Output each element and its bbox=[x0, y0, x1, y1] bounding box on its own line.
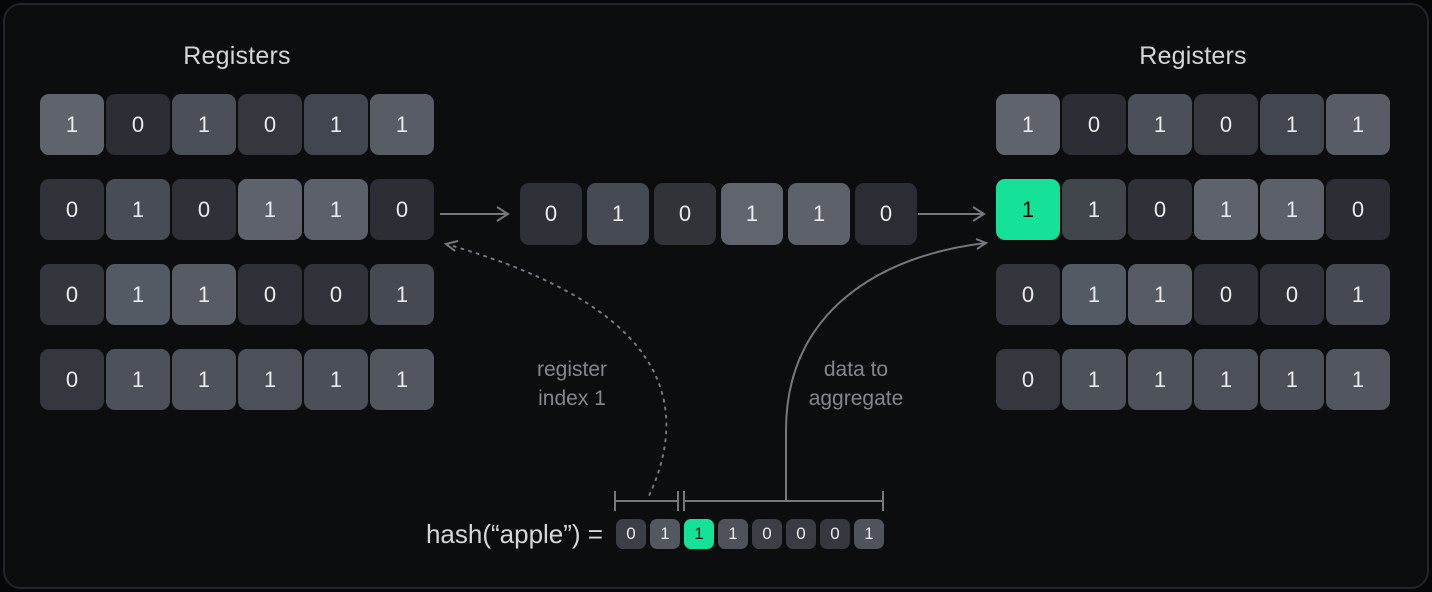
register-cell: 0 bbox=[1194, 264, 1258, 325]
register-cell: 0 bbox=[996, 264, 1060, 325]
register-cell: 0 bbox=[40, 179, 104, 240]
index-bits-bracket bbox=[614, 491, 679, 511]
register-index-label: register index 1 bbox=[492, 355, 652, 413]
register-cell: 0 bbox=[1326, 179, 1390, 240]
register-cell: 1 bbox=[304, 349, 368, 410]
register-cell: 1 bbox=[996, 94, 1060, 155]
register-index-arrow-head bbox=[443, 240, 459, 252]
value-cell: 0 bbox=[520, 183, 582, 245]
register-cell: 1 bbox=[106, 264, 170, 325]
data-aggregate-label-line2: aggregate bbox=[808, 387, 904, 410]
register-cell: 1 bbox=[370, 264, 434, 325]
data-aggregate-curve bbox=[785, 242, 987, 501]
register-index-label-line1: register bbox=[536, 358, 608, 381]
register-index-dashed-curve bbox=[445, 243, 668, 499]
value-cell: 1 bbox=[587, 183, 649, 245]
register-cell: 1 bbox=[304, 179, 368, 240]
data-aggregate-arrow-head bbox=[975, 238, 989, 250]
left-arrow bbox=[440, 206, 510, 222]
register-cell: 0 bbox=[1194, 94, 1258, 155]
value-cell: 1 bbox=[788, 183, 850, 245]
register-cell: 1 bbox=[172, 94, 236, 155]
register-cell: 0 bbox=[370, 179, 434, 240]
value-cell: 0 bbox=[855, 183, 917, 245]
register-cell: 1 bbox=[1062, 349, 1126, 410]
register-cell: 0 bbox=[304, 264, 368, 325]
register-cell: 1 bbox=[1260, 179, 1324, 240]
register-cell: 0 bbox=[40, 264, 104, 325]
register-index-label-line2: index 1 bbox=[538, 387, 606, 410]
hash-bit-cell: 0 bbox=[786, 519, 816, 549]
data-aggregate-label-line1: data to bbox=[823, 358, 889, 381]
register-cell: 1 bbox=[1128, 349, 1192, 410]
register-cell: 1 bbox=[1260, 94, 1324, 155]
register-cell: 1 bbox=[370, 349, 434, 410]
value-cell: 1 bbox=[721, 183, 783, 245]
register-cell: 1 bbox=[1128, 94, 1192, 155]
right-arrow-head bbox=[972, 206, 986, 222]
hash-bit-cell: 1 bbox=[684, 519, 714, 549]
register-cell: 0 bbox=[996, 349, 1060, 410]
right-arrow bbox=[918, 206, 986, 222]
register-cell: 1 bbox=[1194, 179, 1258, 240]
register-cell: 1 bbox=[172, 264, 236, 325]
register-cell: 0 bbox=[172, 179, 236, 240]
data-bits-bracket bbox=[683, 491, 884, 511]
register-cell: 1 bbox=[238, 349, 302, 410]
register-cell: 0 bbox=[238, 264, 302, 325]
register-cell: 1 bbox=[1326, 349, 1390, 410]
hash-bit-cell: 0 bbox=[752, 519, 782, 549]
register-cell: 1 bbox=[238, 179, 302, 240]
register-cell: 1 bbox=[1062, 264, 1126, 325]
hash-bit-cell: 1 bbox=[718, 519, 748, 549]
data-aggregate-label: data to aggregate bbox=[776, 355, 936, 413]
register-cell: 0 bbox=[238, 94, 302, 155]
register-cell: 1 bbox=[370, 94, 434, 155]
data-aggregate-arrow bbox=[785, 238, 989, 501]
register-cell: 1 bbox=[1260, 349, 1324, 410]
register-cell: 0 bbox=[1062, 94, 1126, 155]
register-cell: 1 bbox=[40, 94, 104, 155]
register-cell: 1 bbox=[1062, 179, 1126, 240]
register-cell: 0 bbox=[40, 349, 104, 410]
left-arrow-head bbox=[496, 206, 510, 222]
register-cell: 1 bbox=[996, 179, 1060, 240]
register-cell: 1 bbox=[1128, 264, 1192, 325]
register-index-dashed-arrow bbox=[443, 240, 668, 499]
hash-bit-cell: 0 bbox=[616, 519, 646, 549]
register-cell: 1 bbox=[106, 179, 170, 240]
register-cell: 0 bbox=[1128, 179, 1192, 240]
register-cell: 0 bbox=[106, 94, 170, 155]
hash-bit-cell: 1 bbox=[650, 519, 680, 549]
left-registers-title: Registers bbox=[183, 42, 291, 70]
register-cell: 1 bbox=[1326, 264, 1390, 325]
right-registers-title: Registers bbox=[1139, 42, 1247, 70]
register-cell: 1 bbox=[304, 94, 368, 155]
hash-expression-text: hash(“apple”) = bbox=[425, 518, 603, 549]
hash-bit-cell: 0 bbox=[820, 519, 850, 549]
register-cell: 1 bbox=[172, 349, 236, 410]
hash-bit-cell: 1 bbox=[854, 519, 884, 549]
register-cell: 1 bbox=[1326, 94, 1390, 155]
register-cell: 1 bbox=[1194, 349, 1258, 410]
register-cell: 0 bbox=[1260, 264, 1324, 325]
value-cell: 0 bbox=[654, 183, 716, 245]
register-cell: 1 bbox=[106, 349, 170, 410]
